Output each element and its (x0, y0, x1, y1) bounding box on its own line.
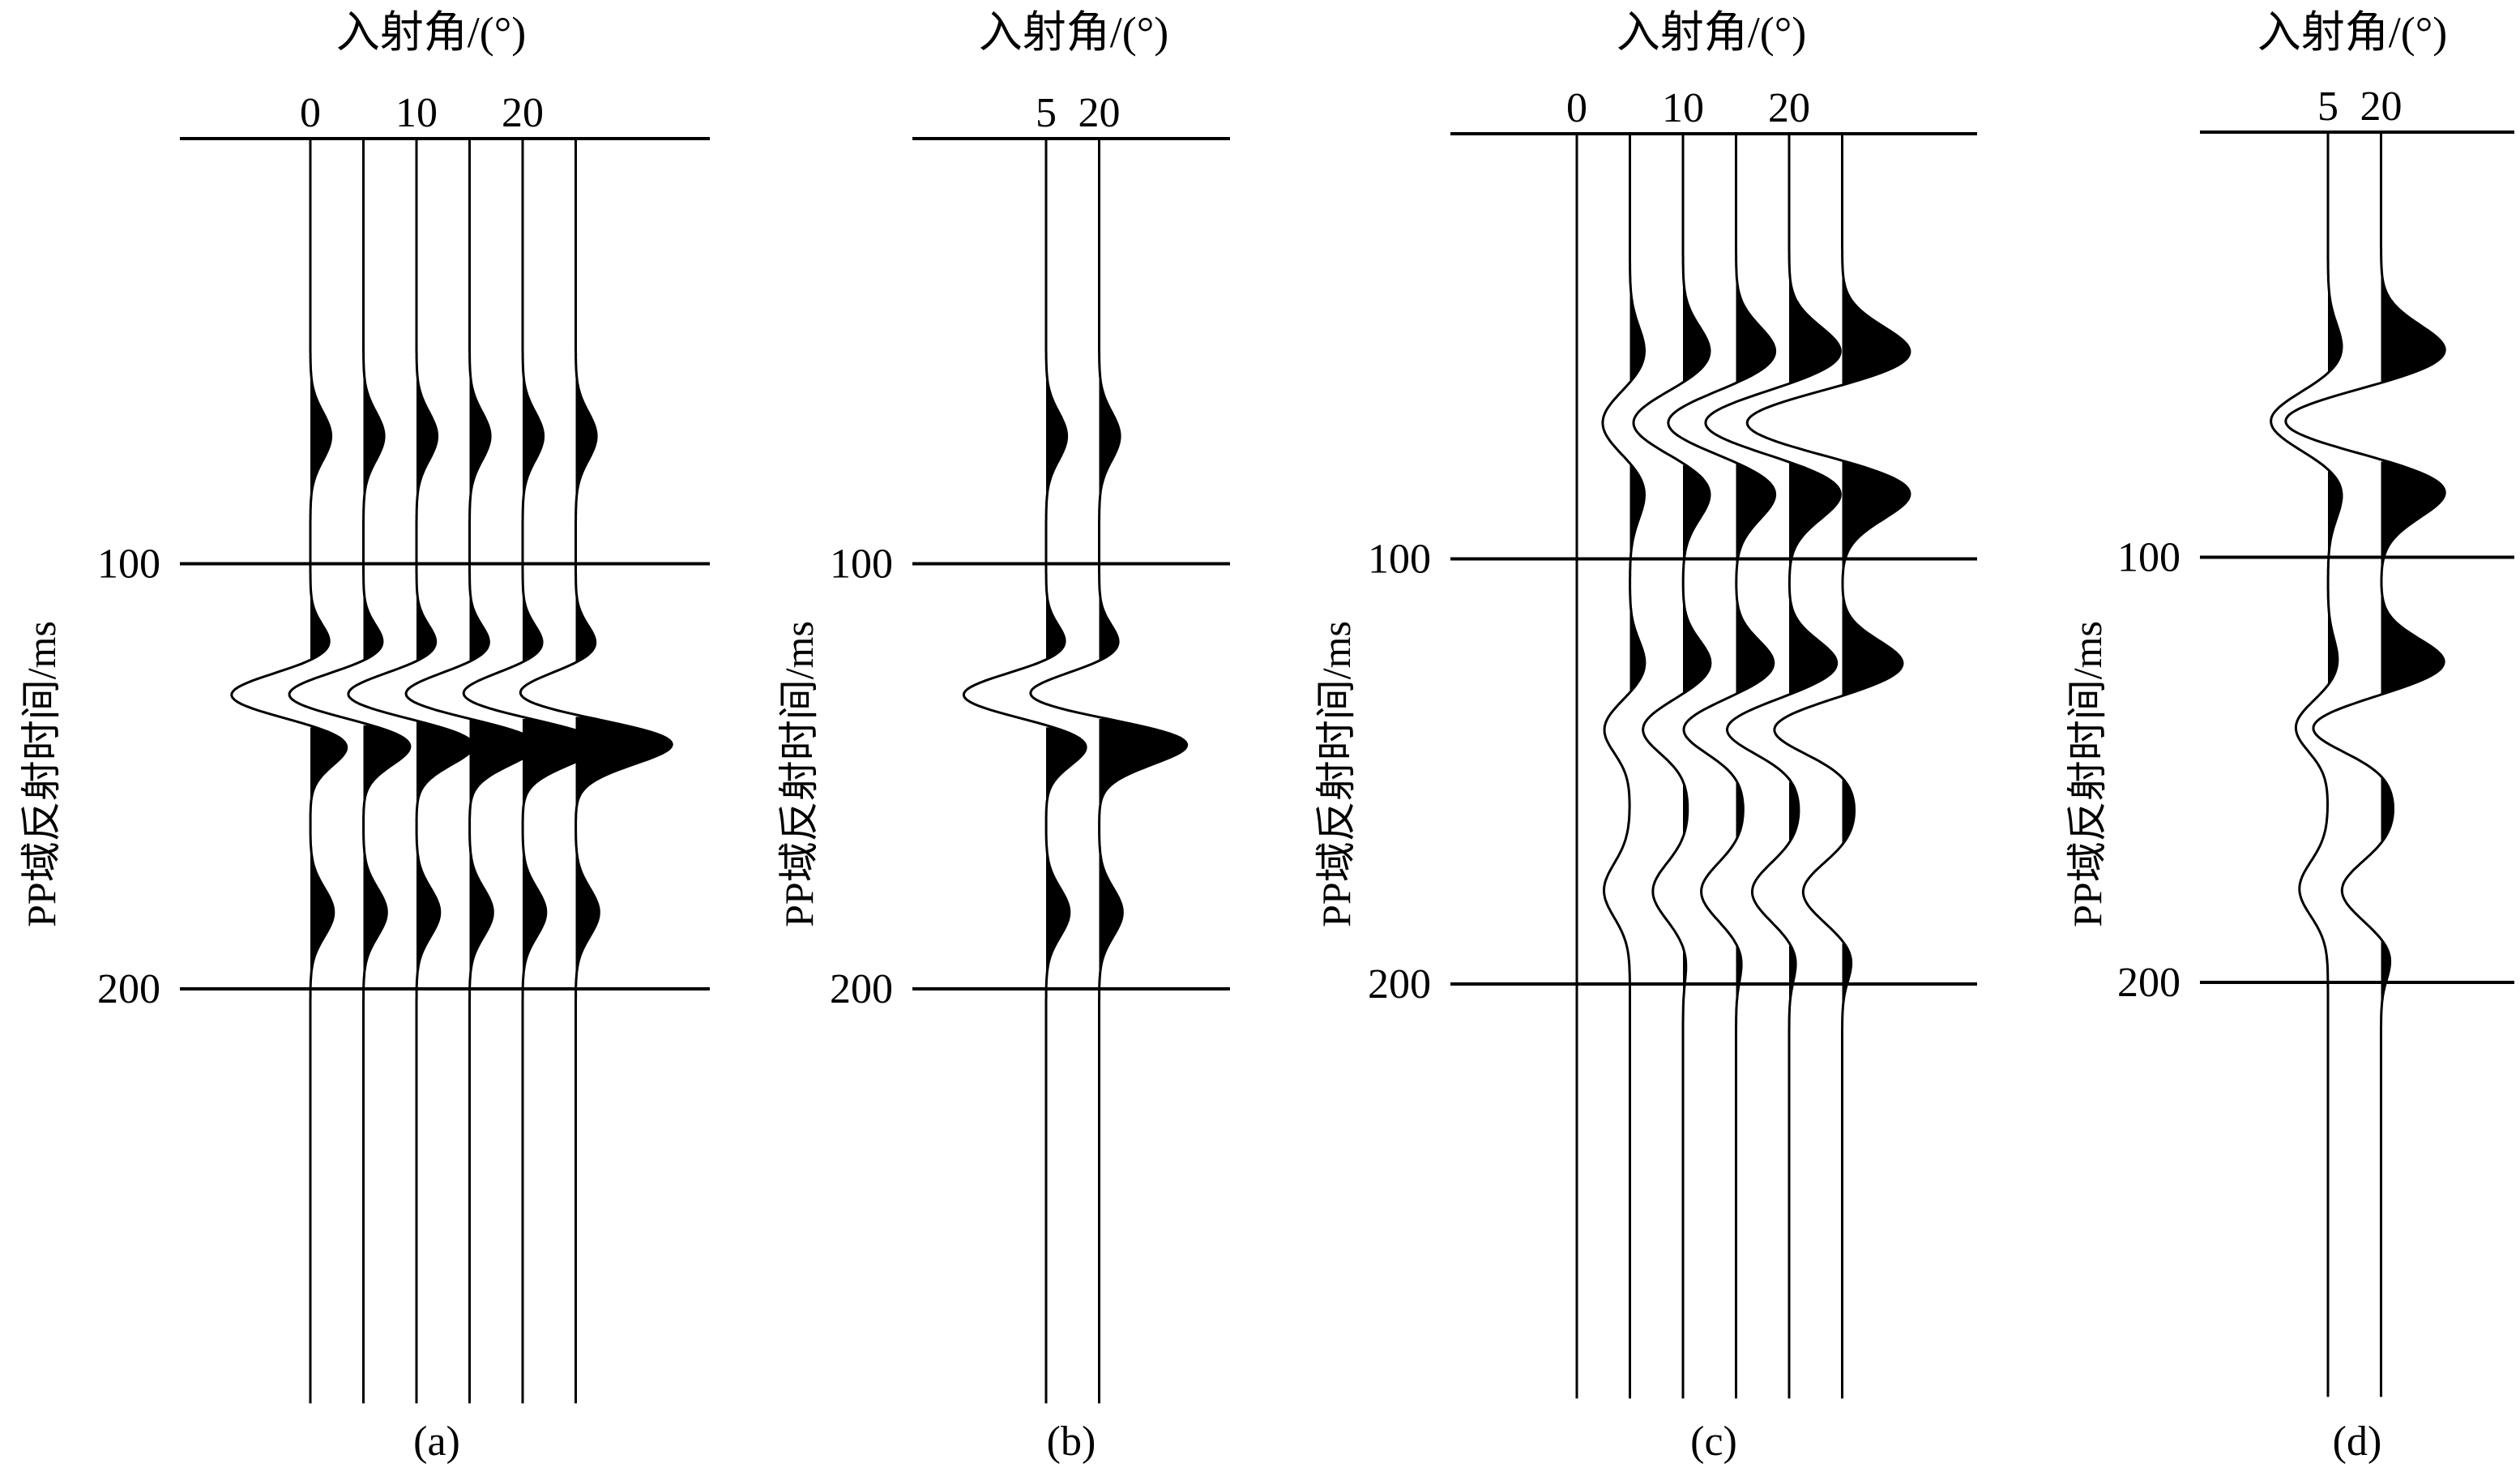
y-tick-label-100: 100 (97, 541, 160, 588)
angle-tick-label-10: 10 (395, 90, 438, 136)
trace-fill-10 (1683, 280, 1711, 999)
angle-tick-label-5: 5 (2317, 83, 2338, 130)
angle-tick-label-20: 20 (1078, 90, 1121, 136)
y-tick-label-200: 200 (97, 966, 160, 1012)
angle-axis-title: 入射角/(°) (2257, 8, 2448, 57)
y-tick-label-100: 100 (1368, 537, 1431, 583)
trace-20 (1029, 139, 1189, 1404)
panel-caption: (c) (1690, 1418, 1737, 1465)
trace-25 (1745, 134, 1911, 1399)
trace-5 (2270, 132, 2343, 1397)
trace-fill-25 (575, 374, 673, 978)
trace-25 (519, 139, 673, 1404)
y-tick-label-100: 100 (830, 541, 893, 588)
trace-fill-15 (469, 374, 537, 978)
trace-fill-20 (1099, 374, 1187, 978)
y-tick-label-200: 200 (830, 966, 893, 1012)
time-axis-label: PP域反射时间/ms (19, 621, 64, 927)
trace-5 (288, 139, 412, 1404)
trace-15 (1667, 134, 1777, 1399)
trace-fill-0 (310, 374, 347, 978)
trace-20 (1704, 134, 1842, 1399)
angle-axis-title: 入射角/(°) (1617, 8, 1807, 57)
trace-fill-5 (363, 374, 410, 978)
trace-15 (404, 139, 539, 1404)
time-axis-label: PP域反射时间/ms (776, 621, 822, 927)
angle-tick-label-20: 20 (502, 90, 544, 136)
trace-5 (1601, 134, 1647, 1399)
y-tick-label-200: 200 (2117, 960, 2180, 1006)
angle-tick-label-20: 20 (2360, 83, 2403, 130)
y-tick-label-200: 200 (1368, 961, 1431, 1008)
angle-tick-label-20: 20 (1768, 85, 1810, 131)
trace-10 (347, 139, 475, 1404)
y-tick-label-100: 100 (2117, 535, 2180, 581)
angle-tick-label-10: 10 (1662, 85, 1704, 131)
trace-10 (1632, 134, 1712, 1399)
trace-fill-15 (1736, 278, 1775, 1006)
trace-0 (230, 139, 348, 1404)
trace-fill-20 (2381, 272, 2445, 1008)
trace-fill-5 (2328, 285, 2342, 685)
trace-fill-25 (1842, 272, 1910, 1010)
panel-caption: (d) (2333, 1418, 2382, 1465)
angle-axis-title: 入射角/(°) (336, 8, 527, 57)
trace-20 (462, 139, 602, 1404)
angle-tick-label-5: 5 (1036, 90, 1057, 136)
time-axis-label: PP域反射时间/ms (1313, 621, 1359, 927)
angle-axis-title: 入射角/(°) (979, 8, 1169, 57)
trace-fill-10 (416, 374, 474, 978)
trace-5 (962, 139, 1087, 1404)
angle-tick-label-0: 0 (1566, 85, 1587, 131)
trace-fill-20 (523, 374, 601, 978)
trace-fill-5 (1629, 286, 1645, 693)
trace-fill-5 (1046, 374, 1087, 978)
trace-20 (2284, 132, 2446, 1397)
panel-caption: (a) (413, 1418, 460, 1465)
panel-caption: (b) (1047, 1418, 1096, 1465)
trace-fill-20 (1789, 276, 1841, 1008)
time-axis-label: PP域反射时间/ms (2065, 621, 2110, 927)
angle-tick-label-0: 0 (300, 90, 321, 136)
